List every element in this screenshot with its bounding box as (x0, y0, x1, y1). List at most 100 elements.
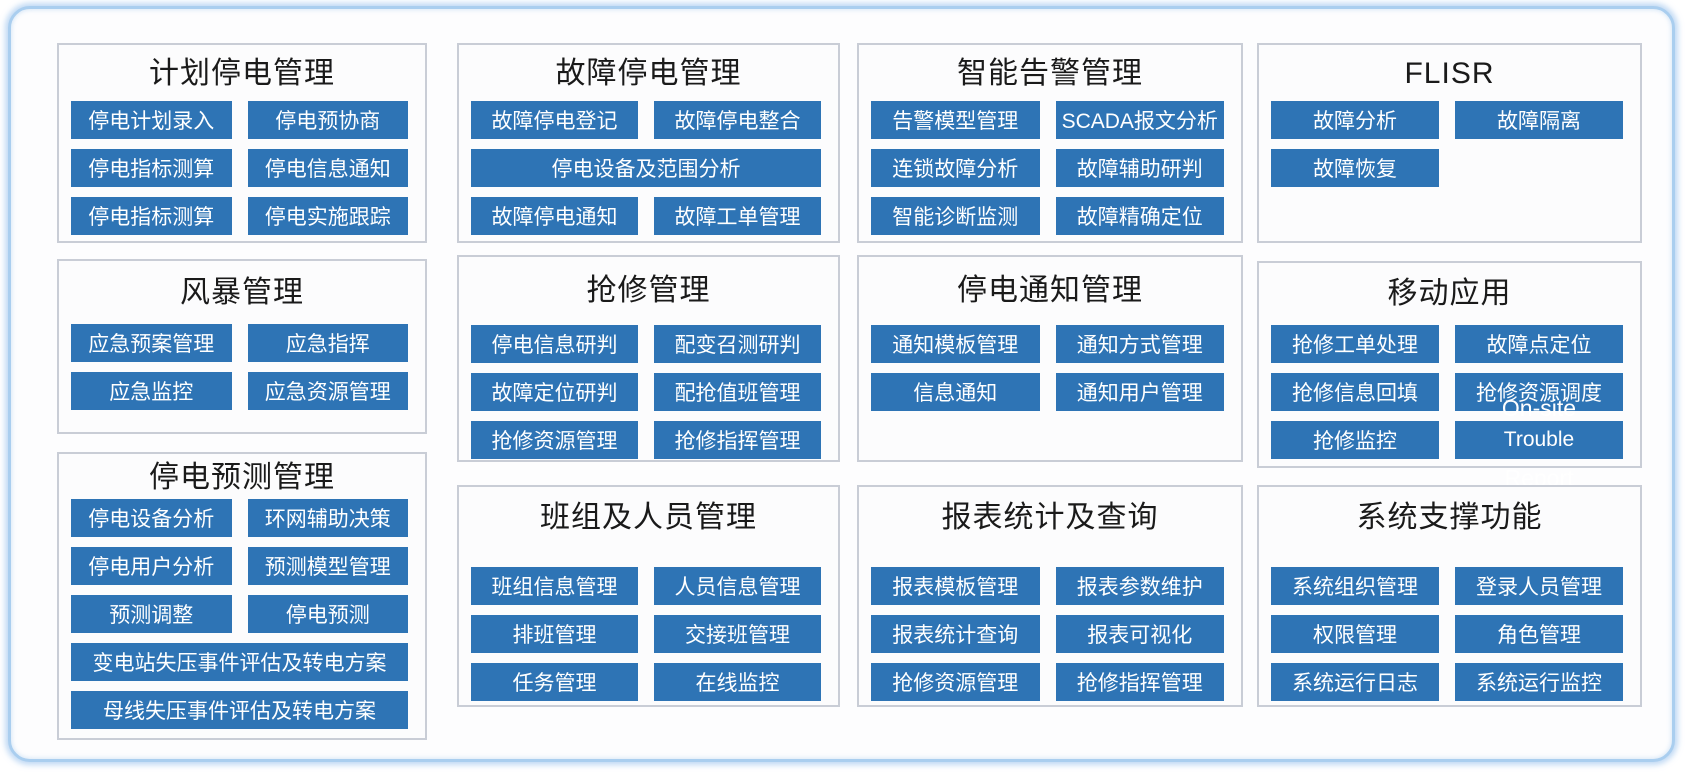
module-button[interactable]: 权限管理 (1271, 615, 1439, 653)
module-button[interactable]: 故障分析 (1271, 101, 1439, 139)
module-button-label: 报表统计查询 (892, 624, 1019, 647)
panel-title-team-personnel-management: 班组及人员管理 (540, 501, 757, 534)
module-button[interactable]: 故障隔离 (1455, 101, 1623, 139)
module-button-label: 环网辅助决策 (264, 508, 391, 531)
module-button[interactable]: 报表统计查询 (871, 615, 1040, 653)
module-button-label: 系统组织管理 (1292, 576, 1418, 599)
module-button-label: 故障停电通知 (491, 206, 618, 229)
module-button[interactable]: SCADA报文分析 (1055, 101, 1224, 139)
module-button-grid: 告警模型管理 SCADA报文分析连锁故障分析 故障辅助研判智能诊断监测故障精确定位 (859, 101, 1241, 245)
module-button[interactable]: 应急监控 (71, 372, 232, 410)
module-button[interactable]: 人员信息管理 (654, 567, 821, 605)
module-button[interactable]: 抢修监控 (1271, 421, 1439, 459)
module-button-label: 停电用户分析 (88, 556, 215, 579)
module-button-label: SCADA报文分析 (1061, 110, 1218, 133)
panel-team-personnel-management: 班组及人员管理班组信息管理人员信息管理排班管理 交接班管理任务管理在线监控 (457, 485, 840, 707)
module-button[interactable]: 系统运行日志 (1271, 663, 1439, 701)
module-button-label: 抢修资源管理 (892, 672, 1019, 695)
panel-fault-outage-management: 故障停电管理故障停电登记故障停电整合停电设备及范围分析故障停电通知 故障工单管理 (457, 43, 840, 243)
module-button[interactable]: 故障精确定位 (1055, 197, 1224, 235)
module-button[interactable]: 停电预测 (247, 595, 408, 633)
module-button[interactable]: 系统组织管理 (1271, 567, 1439, 605)
module-button[interactable]: 抢修资源管理 (471, 421, 638, 459)
module-button-label: 系统运行日志 (1292, 672, 1418, 695)
module-button[interactable]: 故障辅助研判 (1055, 149, 1224, 187)
module-button[interactable]: 通知用户管理 (1055, 373, 1224, 411)
module-button[interactable]: 通知模板管理 (871, 325, 1040, 363)
module-button[interactable]: 故障停电整合 (654, 101, 821, 139)
module-button[interactable]: 故障停电登记 (471, 101, 638, 139)
panel-storm-management: 风暴管理应急预案管理应急指挥应急监控应急资源管理 (57, 259, 427, 434)
module-button-label: 排班管理 (512, 624, 597, 647)
module-button[interactable]: 抢修信息回填 (1271, 373, 1439, 411)
module-button[interactable]: 任务管理 (471, 663, 638, 701)
module-button[interactable]: 配抢值班管理 (654, 373, 821, 411)
module-button[interactable]: 停电用户分析 (71, 547, 232, 585)
module-button[interactable]: 通知方式管理 (1055, 325, 1224, 363)
module-button-grid: 系统组织管理 登录人员管理权限管理角色管理系统运行日志 系统运行监控 (1259, 567, 1640, 711)
module-button[interactable]: 告警模型管理 (871, 101, 1040, 139)
module-button[interactable]: 停电指标测算 (71, 197, 232, 235)
module-button-label: 交接班管理 (685, 624, 790, 647)
module-button-label: 报表参数维护 (1076, 576, 1203, 599)
panel-repair-management: 抢修管理停电信息研判配变召测研判故障定位研判配抢值班管理抢修资源管理抢修指挥管理 (457, 255, 840, 462)
module-button[interactable]: 在线监控 (654, 663, 821, 701)
module-button[interactable]: 抢修资源管理 (871, 663, 1040, 701)
module-button[interactable]: 环网辅助决策 (247, 499, 408, 537)
module-button[interactable]: 报表可视化 (1055, 615, 1224, 653)
module-button[interactable]: 停电设备及范围分析 (471, 149, 821, 187)
module-button-label: Trouble (1503, 428, 1575, 451)
module-button[interactable]: 故障工单管理 (654, 197, 821, 235)
module-button[interactable]: 信息通知 (871, 373, 1040, 411)
module-button[interactable]: 停电设备分析 (71, 499, 232, 537)
module-button[interactable]: 智能诊断监测 (871, 197, 1040, 235)
module-button[interactable]: 角色管理 (1455, 615, 1623, 653)
module-button[interactable]: 应急指挥 (247, 324, 408, 362)
module-button[interactable]: 故障恢复 (1271, 149, 1439, 187)
panel-system-support-functions: 系统支撑功能系统组织管理 登录人员管理权限管理角色管理系统运行日志 系统运行监控 (1257, 485, 1642, 707)
module-button-grid: 班组信息管理人员信息管理排班管理 交接班管理任务管理在线监控 (459, 567, 838, 711)
module-button[interactable]: 报表参数维护 (1055, 567, 1224, 605)
module-button-label: 抢修指挥管理 (1076, 672, 1203, 695)
module-button[interactable]: 班组信息管理 (471, 567, 638, 605)
module-button[interactable]: 停电指标测算 (71, 149, 232, 187)
module-button[interactable]: 排班管理 (471, 615, 638, 653)
module-button-label: 连锁故障分析 (892, 158, 1019, 181)
module-button[interactable]: 预测调整 (71, 595, 232, 633)
module-button[interactable]: 变电站失压事件评估及转电方案 (71, 643, 408, 681)
module-button[interactable]: 登录人员管理 (1455, 567, 1623, 605)
module-button[interactable]: 抢修指挥管理 (654, 421, 821, 459)
module-button-label: 抢修资源调度 (1476, 382, 1602, 405)
module-button[interactable]: 应急资源管理 (247, 372, 408, 410)
panel-title-system-support-functions: 系统支撑功能 (1356, 501, 1543, 534)
module-button[interactable]: 母线失压事件评估及转电方案 (71, 691, 408, 729)
module-button[interactable]: 报表模板管理 (871, 567, 1040, 605)
module-button[interactable]: 停电信息通知 (247, 149, 408, 187)
module-button[interactable]: 应急预案管理 (71, 324, 232, 362)
module-button-label: 配变召测研判 (674, 334, 801, 357)
module-button[interactable]: 交接班管理 (654, 615, 821, 653)
module-button[interactable]: 停电实施跟踪 (247, 197, 408, 235)
module-button[interactable]: 停电计划录入 (71, 101, 232, 139)
module-button[interactable]: 停电预协商 (247, 101, 408, 139)
module-button[interactable]: 连锁故障分析 (871, 149, 1040, 187)
panel-title-fault-outage-management: 故障停电管理 (555, 57, 742, 90)
module-button[interactable]: 停电信息研判 (471, 325, 638, 363)
module-button[interactable]: 配变召测研判 (654, 325, 821, 363)
panel-title-flisr: FLISR (1404, 57, 1495, 90)
module-button[interactable]: 抢修工单处理 (1271, 325, 1439, 363)
module-button[interactable]: 故障停电通知 (471, 197, 638, 235)
module-button-label: 抢修资源管理 (491, 430, 618, 453)
module-button[interactable]: 预测模型管理 (247, 547, 408, 585)
module-button[interactable]: 故障定位研判 (471, 373, 638, 411)
module-button-label: 登录人员管理 (1476, 576, 1602, 599)
module-button[interactable]: 系统运行监控 (1455, 663, 1623, 701)
module-button[interactable]: 抢修指挥管理 (1055, 663, 1224, 701)
module-button-label: 故障工单管理 (674, 206, 801, 229)
module-button[interactable]: 故障点定位 (1455, 325, 1623, 363)
module-button-label: 配抢值班管理 (674, 382, 801, 405)
